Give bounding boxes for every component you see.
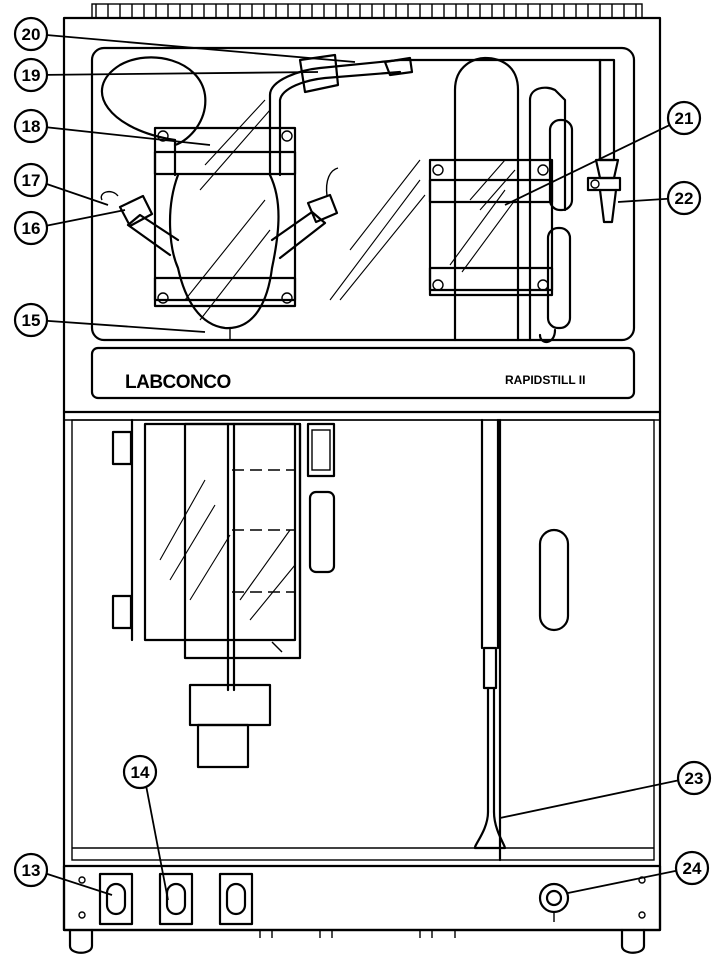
callout-number: 18 [22,117,41,136]
callout-21: 21 [666,100,702,136]
callout-16: 16 [13,210,49,246]
callout-number: 17 [22,171,41,190]
upper-window [90,46,636,342]
callout-number: 21 [675,109,694,128]
receiver-column [428,56,574,343]
control-panel [62,864,662,954]
callout-number: 13 [22,861,41,880]
callout-19: 19 [13,57,49,93]
model-label: RAPIDSTILL II [505,373,585,387]
steam-tube [268,53,602,177]
top-rail [91,3,643,19]
callout-24: 24 [674,850,710,886]
power-switch-middle[interactable] [158,872,194,926]
callout-number: 16 [22,219,41,238]
boiler-flask [100,126,339,340]
callout-number: 22 [675,189,694,208]
callout-18: 18 [13,108,49,144]
callout-number: 20 [22,25,41,44]
stopcock [586,58,622,224]
callout-number: 24 [683,859,702,878]
indicator-knob[interactable] [538,882,570,914]
power-switch-right[interactable] [218,872,254,926]
callout-13: 13 [13,852,49,888]
callout-15: 15 [13,302,49,338]
callout-number: 14 [131,763,150,782]
power-switch-left[interactable] [98,872,134,926]
condenser-coil [100,56,207,177]
callout-17: 17 [13,162,49,198]
cabinet-outline [62,16,662,932]
lower-compartment [71,418,655,862]
brand-label: LABCONCO [125,372,231,393]
callout-22: 22 [666,180,702,216]
callout-leaders [34,33,681,901]
callout-number: 19 [22,66,41,85]
callout-20: 20 [13,16,49,52]
label-strip: LABCONCO RAPIDSTILL II [90,346,636,400]
callout-14: 14 [122,754,158,790]
callout-number: 15 [22,311,41,330]
glass-reflection-upper [184,99,516,321]
callout-23: 23 [676,760,712,796]
callout-number: 23 [685,769,704,788]
